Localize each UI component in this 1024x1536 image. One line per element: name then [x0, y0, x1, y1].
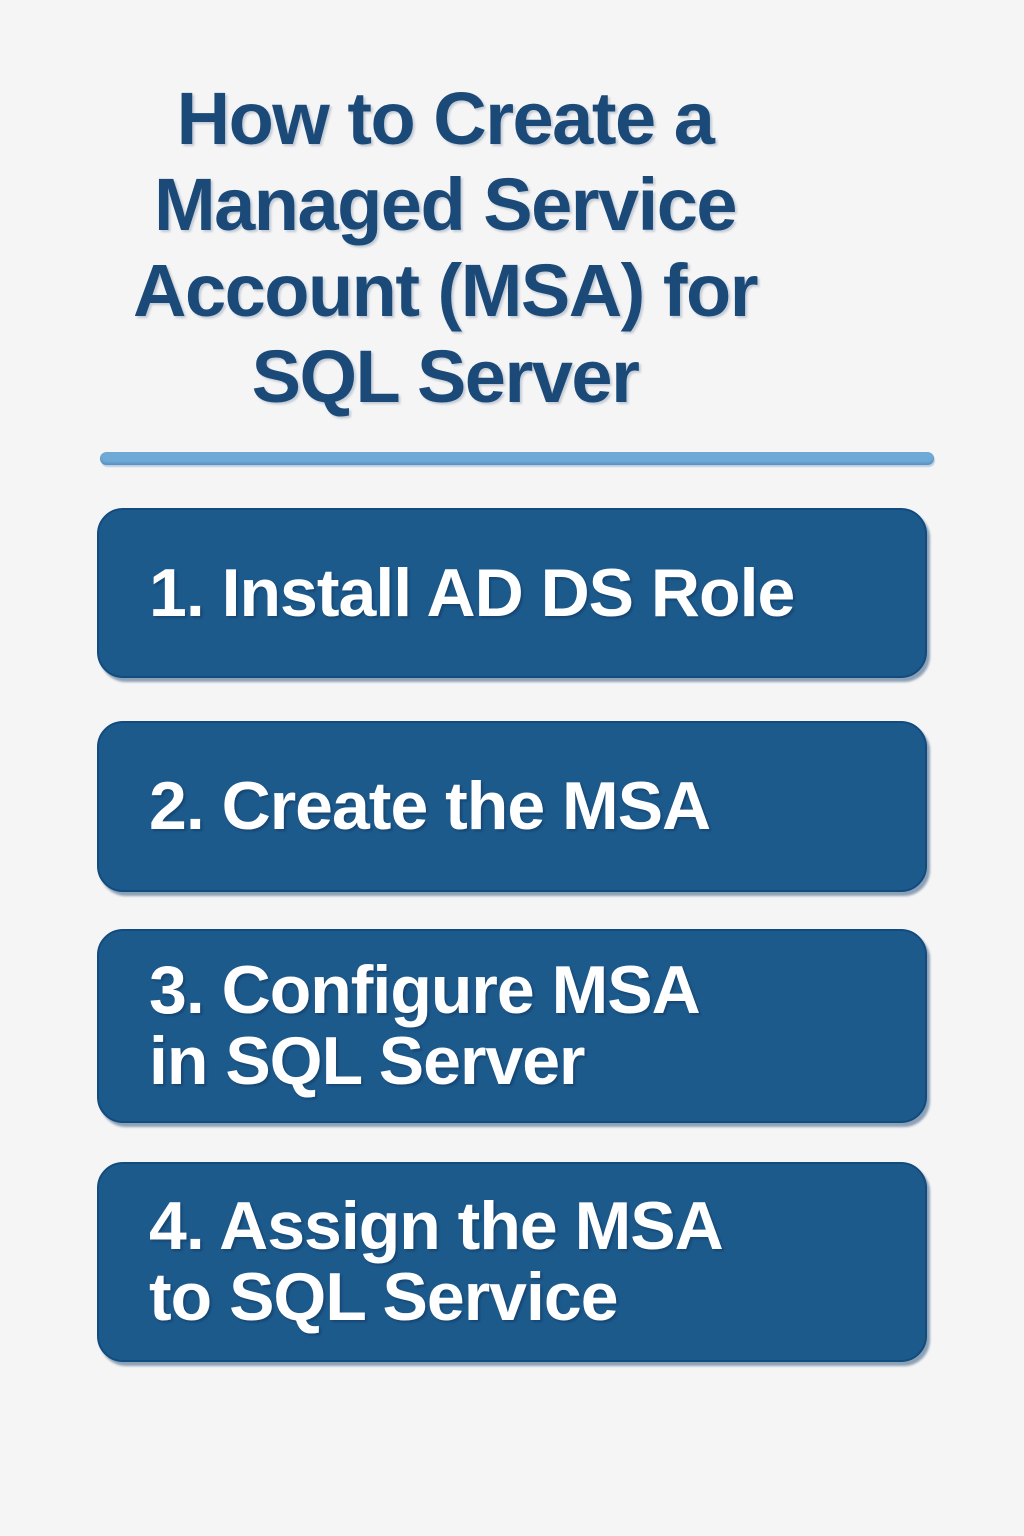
title-line-1: How to Create a — [176, 77, 715, 160]
step-box-4: 4. Assign the MSA to SQL Service — [97, 1162, 927, 1362]
title-line-3: Account (MSA) for — [133, 249, 759, 332]
title-line-2: Managed Service — [153, 163, 738, 246]
title-line-4: SQL Server — [251, 335, 640, 418]
divider-rule — [100, 452, 934, 465]
step-4-label: 4. Assign the MSA — [149, 1188, 724, 1264]
step-3-label: 3. Configure MSA — [149, 952, 701, 1028]
step-2-label: 2. Create the MSA — [149, 768, 711, 844]
step-3-label-line2: in SQL Server — [149, 1023, 586, 1099]
step-box-3: 3. Configure MSA in SQL Server — [97, 929, 927, 1123]
step-1-label: 1. Install AD DS Role — [149, 554, 795, 631]
page-title: How to Create a Managed Service Account … — [0, 76, 890, 420]
step-4-label-line2: to SQL Service — [149, 1259, 619, 1335]
step-box-1: 1. Install AD DS Role — [97, 508, 927, 678]
step-box-2: 2. Create the MSA — [97, 721, 927, 892]
